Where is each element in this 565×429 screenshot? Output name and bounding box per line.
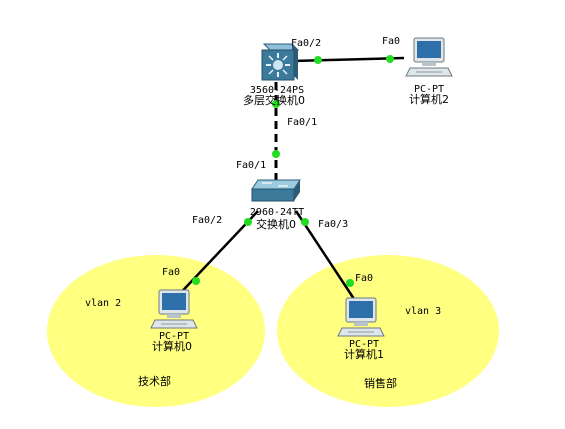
port-label-pc0-fa0: Fa0 bbox=[162, 267, 180, 278]
pc2-name: 计算机2 bbox=[409, 92, 449, 106]
link-ml-pc2 bbox=[291, 56, 405, 63]
link-sw0-pc0 bbox=[171, 210, 259, 303]
port-dot-pc1-fa0 bbox=[346, 279, 354, 287]
dept-label-sales: 销售部 bbox=[364, 376, 397, 390]
pc1-name: 计算机1 bbox=[344, 347, 384, 361]
port-label-sw-fa01: Fa0/1 bbox=[236, 160, 266, 171]
port-dot-ml-fa02 bbox=[314, 56, 322, 64]
port-dot-sw-fa01 bbox=[272, 150, 280, 158]
port-label-pc2-fa0: Fa0 bbox=[382, 36, 400, 47]
vlan3-zone bbox=[277, 255, 499, 407]
port-dot-ml-fa01 bbox=[272, 100, 280, 108]
vlan2-zone bbox=[47, 255, 265, 407]
port-dot-pc0-fa0 bbox=[192, 277, 200, 285]
pc0-icon[interactable] bbox=[150, 289, 198, 329]
port-dot-pc2-fa0 bbox=[386, 55, 394, 63]
pc1-icon[interactable] bbox=[337, 297, 385, 337]
switch0-model: 2960-24TT bbox=[250, 207, 304, 218]
pc1-model: PC-PT bbox=[349, 339, 379, 350]
pc0-model: PC-PT bbox=[159, 331, 189, 342]
link-sw0-pc1 bbox=[294, 210, 360, 306]
multilayer-switch-model: 3560-24PS bbox=[250, 85, 304, 96]
switch-icon[interactable] bbox=[251, 179, 301, 202]
port-label-sw-fa03: Fa0/3 bbox=[318, 219, 348, 230]
port-dot-sw-fa03 bbox=[301, 218, 309, 226]
port-label-ml-fa01: Fa0/1 bbox=[287, 117, 317, 128]
dept-label-tech: 技术部 bbox=[138, 374, 171, 388]
port-label-ml-fa02: Fa0/2 bbox=[291, 38, 321, 49]
vlan3-label: vlan 3 bbox=[405, 306, 441, 317]
multilayer-switch-icon[interactable] bbox=[261, 43, 300, 81]
vlan2-label: vlan 2 bbox=[85, 298, 121, 309]
switch0-name: 交换机0 bbox=[256, 217, 296, 231]
port-dot-sw-fa02 bbox=[244, 218, 252, 226]
pc2-icon[interactable] bbox=[405, 37, 453, 77]
port-label-sw-fa02: Fa0/2 bbox=[192, 215, 222, 226]
multilayer-switch-name: 多层交换机0 bbox=[243, 93, 305, 107]
pc2-model: PC-PT bbox=[414, 84, 444, 95]
pc0-name: 计算机0 bbox=[152, 339, 192, 353]
port-label-pc1-fa0: Fa0 bbox=[355, 273, 373, 284]
